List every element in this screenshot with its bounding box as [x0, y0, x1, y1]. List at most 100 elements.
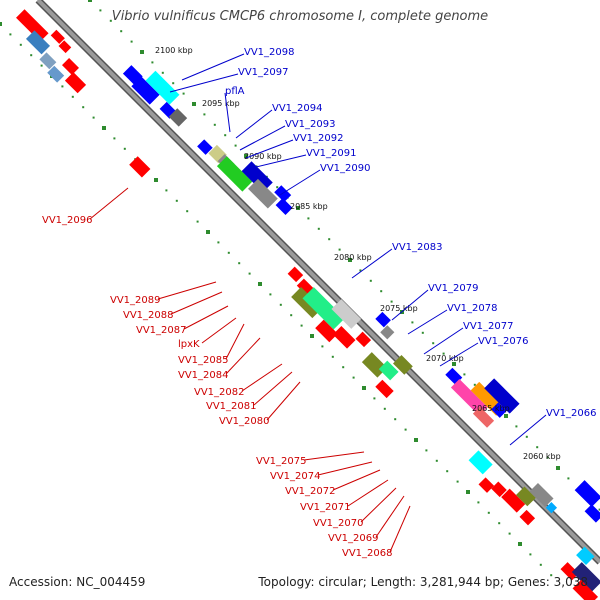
tick-dot: [182, 92, 185, 95]
gene-label: VV1_2070: [313, 518, 364, 529]
gene-label: VV1_2092: [293, 133, 344, 144]
tick-dot: [224, 134, 227, 137]
gene-feature: [129, 156, 151, 178]
tick-dot: [175, 199, 178, 202]
label-leader-line: [89, 187, 129, 220]
gene-label: VV1_2085: [178, 355, 229, 366]
gene-feature: [16, 9, 49, 42]
gene-label: VV1_2087: [136, 325, 187, 336]
tick-dot: [234, 144, 237, 147]
label-leader-line: [225, 323, 245, 360]
gene-label: VV1_2078: [447, 303, 498, 314]
gene-label: VV1_2069: [328, 533, 379, 544]
gene-label: VV1_2094: [272, 103, 323, 114]
tick-dot: [342, 366, 345, 369]
gene-feature: [47, 65, 65, 83]
tick-dot: [556, 466, 560, 470]
tick-dot: [518, 542, 522, 546]
gene-feature: [168, 108, 188, 127]
gene-label: VV1_2079: [428, 283, 479, 294]
gene-feature: [450, 379, 488, 416]
tick-dot: [154, 178, 158, 182]
gene-feature: [315, 319, 338, 343]
gene-label: VV1_2066: [546, 408, 597, 419]
tick-dot: [380, 290, 383, 293]
gene-label: VV1_2083: [392, 242, 443, 253]
tick-dot: [414, 438, 418, 442]
label-leader-line: [266, 381, 301, 421]
tick-dot: [504, 414, 508, 418]
tick-dot: [102, 126, 106, 130]
gene-feature: [529, 482, 554, 508]
label-leader-line: [239, 125, 286, 151]
tick-dot: [196, 220, 199, 223]
gene-label: VV1_2093: [285, 119, 336, 130]
tick-dot: [536, 446, 539, 449]
tick-dot: [113, 137, 116, 140]
tick-dot: [435, 459, 438, 462]
gene-label: VV1_2075: [256, 456, 307, 467]
tick-dot: [331, 355, 334, 358]
label-leader-line: [303, 451, 365, 461]
label-leader-line: [181, 53, 245, 81]
tick-dot: [390, 300, 393, 303]
tick-dot: [151, 61, 154, 64]
gene-feature: [332, 325, 356, 349]
gene-feature: [25, 30, 51, 55]
gene-feature: [216, 156, 253, 192]
tick-dot: [317, 227, 320, 230]
gene-feature: [145, 70, 180, 105]
tick-dot: [161, 71, 164, 74]
label-leader-line: [347, 479, 389, 507]
scale-label: 2100 kbp: [155, 46, 193, 55]
tick-dot: [328, 238, 331, 241]
tick-dot: [487, 511, 490, 514]
tick-dot: [71, 95, 74, 98]
tick-dot: [463, 373, 466, 376]
tick-dot: [238, 262, 241, 265]
tick-dot: [192, 102, 196, 106]
tick-dot: [567, 477, 570, 480]
gene-feature: [380, 325, 395, 340]
forward-gene-labels: VV1_2098VV1_2097pflAVV1_2094VV1_2093VV1_…: [169, 47, 597, 446]
gene-feature: [491, 402, 507, 418]
gene-feature: [576, 546, 595, 565]
gene-label: VV1_2081: [206, 401, 257, 412]
gene-feature: [501, 488, 526, 513]
tick-dot: [130, 40, 133, 43]
label-leader-line: [375, 495, 405, 538]
tick-dot: [244, 154, 248, 158]
tick-dot: [269, 293, 272, 296]
label-leader-line: [407, 309, 448, 335]
gene-label: VV1_2098: [244, 47, 295, 58]
accession-text: Accession: NC_004459: [9, 575, 146, 589]
scale-label: 2080 kbp: [334, 253, 372, 262]
gene-feature: [241, 161, 273, 193]
reverse-gene-labels: VV1_2096VV1_2089VV1_2088VV1_2087lpxKVV1_…: [42, 187, 411, 559]
tick-dot: [88, 0, 92, 2]
gene-label: VV1_2071: [300, 502, 351, 513]
tick-dot: [296, 206, 300, 210]
gene-feature: [375, 311, 391, 328]
label-leader-line: [235, 109, 273, 139]
label-leader-line: [201, 317, 237, 344]
tick-dot: [227, 251, 230, 254]
scale-label: 2085 kbp: [290, 202, 328, 211]
tick-dot: [109, 19, 112, 22]
gene-feature: [468, 450, 493, 475]
gene-feature: [39, 52, 57, 70]
label-leader-line: [183, 305, 229, 330]
tick-dot: [362, 386, 366, 390]
gene-label: VV1_2089: [110, 295, 161, 306]
map-title: Vibrio vulnificus CMCP6 chromosome I, co…: [111, 9, 489, 24]
tick-dot: [473, 383, 476, 386]
chromosome-backbone: [35, 0, 600, 565]
tick-dot: [123, 147, 126, 150]
tick-dot: [550, 574, 553, 577]
label-leader-line: [351, 248, 393, 279]
gene-label: VV1_2096: [42, 215, 93, 226]
tick-dot: [248, 272, 251, 275]
tick-dot: [515, 425, 518, 428]
